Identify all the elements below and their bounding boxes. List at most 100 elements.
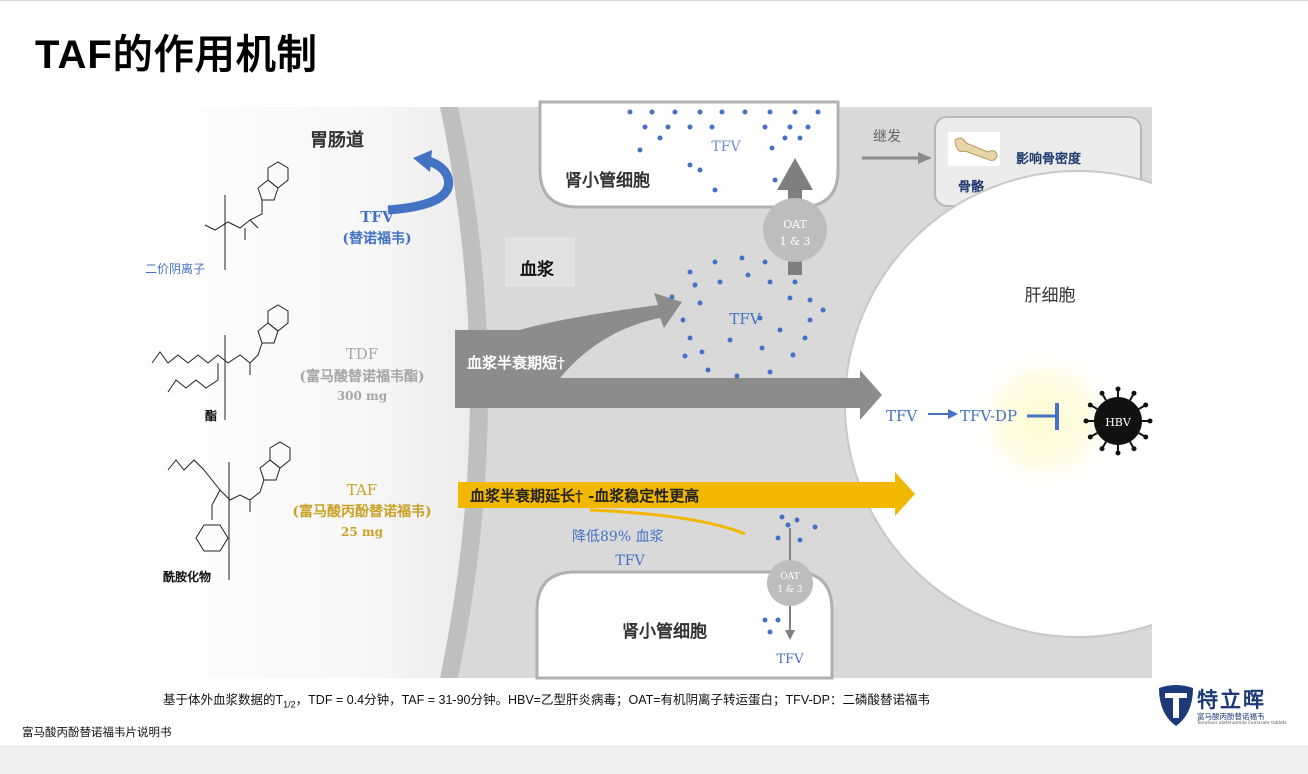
tfv-dot	[787, 295, 793, 301]
hbv-spike-tip	[1083, 418, 1089, 424]
taf-molecule	[167, 441, 291, 580]
hbv-spike-tip	[1131, 446, 1137, 452]
tfv-dot	[802, 335, 808, 341]
taf-leak-arrow	[589, 508, 746, 536]
gi-tract-label: 胃肠道	[310, 129, 364, 151]
tfv-dot	[742, 109, 748, 115]
bottom-kidney-label: 肾小管细胞	[622, 621, 707, 642]
plasma-tfv-label: TFV	[729, 310, 761, 328]
tfv-cn-name: (替诺福韦)	[342, 230, 411, 247]
tfv-dot	[797, 537, 803, 543]
tfv-dot	[745, 272, 751, 278]
tfv-reflux-arrowhead	[413, 150, 432, 172]
tfv-dot	[727, 337, 733, 343]
tfv-dot	[782, 135, 788, 141]
plasma-label: 血浆	[520, 259, 555, 280]
tfv-dot	[769, 145, 775, 151]
taf-arrow-label: 血浆半衰期延长† -血浆稳定性更高	[470, 487, 699, 505]
tfv-dot	[767, 369, 773, 375]
hbv-spike-tip	[1087, 434, 1093, 440]
hbv-spike-tip	[1143, 402, 1149, 408]
tfv-dot	[815, 109, 821, 115]
tfv-dot	[792, 279, 798, 285]
tfv-dot	[792, 109, 798, 115]
tfv-molecule	[204, 161, 289, 270]
hbv-spike-tip	[1115, 450, 1121, 456]
gi-tract-region	[130, 107, 470, 678]
tfv-dot	[767, 629, 773, 635]
top-kidney-tfv: TFV	[711, 139, 741, 155]
logo-name: 特立晖	[1197, 688, 1266, 712]
oat-top-line1: OAT	[783, 218, 807, 231]
tfv-dot	[712, 259, 718, 265]
tfv-dot	[759, 345, 765, 351]
tfv-dot	[785, 522, 791, 528]
tdf-dose: 300 mg	[337, 389, 388, 403]
liver-label: 肝细胞	[1025, 286, 1076, 306]
footnote-subscript: 1/2	[283, 699, 296, 710]
tfv-dot	[807, 317, 813, 323]
liver-tfv: TFV	[886, 407, 918, 425]
tfv-dot	[775, 617, 781, 623]
tfv-molecule-label: 二价阴离子	[145, 261, 205, 276]
tfv-dot	[709, 124, 715, 130]
tfv-dot	[627, 109, 633, 115]
tfv-dot	[820, 307, 826, 313]
tfv-dot	[680, 317, 686, 323]
tdf-name: TDF	[346, 345, 378, 363]
tfv-dot	[649, 109, 655, 115]
hbv-virus-icon	[1083, 386, 1153, 456]
tdf-molecule-label: 酯	[205, 408, 217, 423]
taf-plasma-arrow	[458, 472, 915, 516]
tfv-dot	[767, 279, 773, 285]
tfv-dot	[734, 373, 740, 379]
logo-english: Tenofovir alafenamide Fumarate tablets	[1197, 721, 1287, 726]
tfv-dot	[687, 269, 693, 275]
tfv-dot	[657, 135, 663, 141]
tdf-arrow-label: 血浆半衰期短†	[467, 354, 565, 372]
tfv-dot	[805, 124, 811, 130]
taf-name: TAF	[347, 481, 377, 499]
tfv-dot	[642, 124, 648, 130]
tfv-dot	[762, 259, 768, 265]
tfv-dot	[719, 109, 725, 115]
liver-tfv-dp: TFV-DP	[960, 407, 1017, 425]
tfv-dot	[797, 135, 803, 141]
tfv-dot	[772, 177, 778, 183]
tfv-dot	[717, 279, 723, 285]
tfv-molecule-dots	[627, 109, 826, 635]
reduction-line1: 降低89% 血浆	[572, 529, 664, 545]
intestinal-wall	[440, 107, 488, 678]
bone-icon	[954, 137, 998, 161]
tdf-plasma-arrow	[455, 293, 882, 420]
oat-top-transporter	[763, 198, 827, 262]
hbv-label: HBV	[1105, 416, 1132, 429]
tfv-dot	[762, 617, 768, 623]
secondary-arrowhead	[918, 152, 932, 164]
tfv-dot	[779, 514, 785, 520]
hbv-spike-tip	[1099, 390, 1105, 396]
secondary-label: 继发	[873, 129, 901, 145]
tfv-dot	[637, 147, 643, 153]
footnote-prefix: 基于体外血浆数据的T	[163, 693, 284, 707]
tfv-dot	[762, 124, 768, 130]
reduction-line2: TFV	[615, 553, 645, 569]
tfv-dot	[757, 315, 763, 321]
footnote: 基于体外血浆数据的T1/2，TDF = 0.4分钟，TAF = 31-90分钟。…	[163, 689, 930, 710]
page-title: TAF的作用机制	[35, 33, 318, 77]
hbv-virus	[1094, 397, 1142, 445]
hbv-spike-tip	[1087, 402, 1093, 408]
hbv-spike-tip	[1099, 446, 1105, 452]
tfv-dot	[697, 167, 703, 173]
activation-glow	[970, 345, 1120, 495]
tfv-name: TFV	[360, 208, 394, 226]
tfv-dot	[705, 367, 711, 373]
hbv-spike-tip	[1131, 390, 1137, 396]
oat-top-line2: 1 & 3	[780, 235, 811, 248]
oat-bottom-arrowhead	[785, 630, 795, 640]
taf-cn-name: (富马酸丙酚替诺福韦)	[292, 503, 431, 520]
tfv-dot	[669, 294, 675, 300]
tfv-dot	[777, 327, 783, 333]
logo-subtitle: 富马酸丙酚替诺福韦	[1197, 712, 1265, 721]
